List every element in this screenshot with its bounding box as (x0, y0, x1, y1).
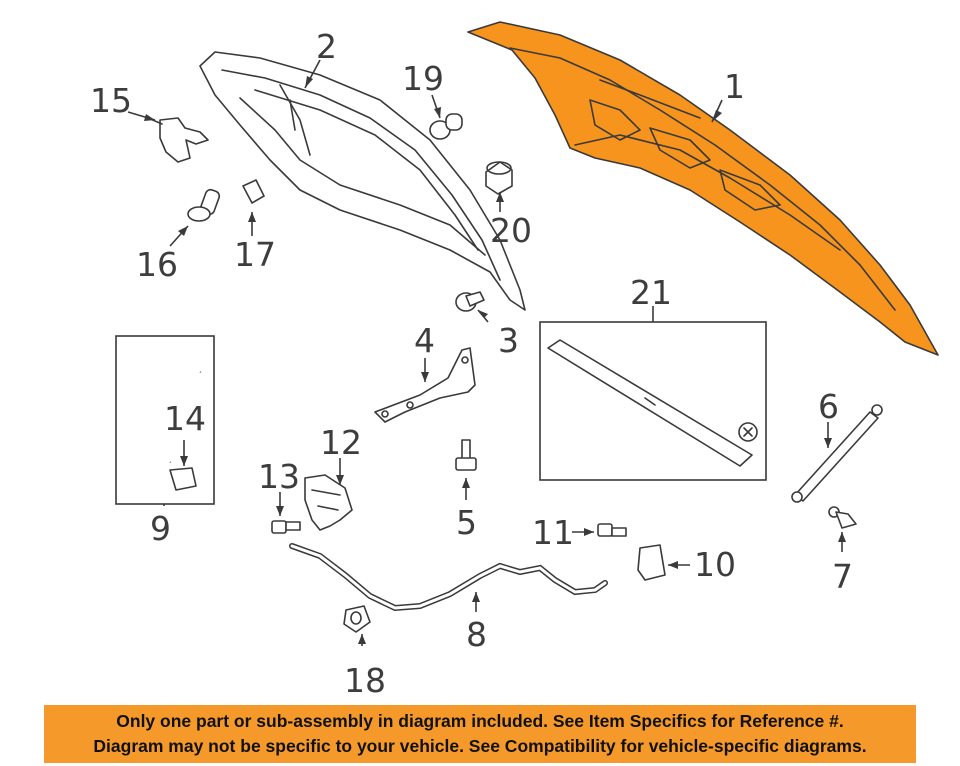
part-11-bolt[interactable] (597, 523, 627, 537)
callout-6: 6 (818, 387, 839, 426)
part-12-hood-latch[interactable] (304, 474, 353, 531)
part-13-bolt[interactable] (271, 520, 301, 534)
part-4-hinge-bracket[interactable] (374, 347, 476, 423)
callout-21: 21 (630, 273, 672, 312)
disclaimer-line-2: Diagram may not be specific to your vehi… (93, 736, 867, 756)
callout-10: 10 (694, 545, 736, 584)
parts-diagram: 1 2 3 4 5 6 7 8 9 10 11 12 13 14 15 16 1… (90, 21, 939, 700)
part-5-bolt[interactable] (455, 439, 477, 471)
part-8-release-cable[interactable] (289, 543, 608, 612)
callout-8: 8 (466, 615, 487, 654)
callout-3: 3 (498, 321, 519, 360)
part-14-hose-clip[interactable] (169, 467, 197, 491)
callout-5: 5 (456, 503, 477, 542)
part-16-bumper-stop[interactable] (187, 188, 221, 222)
callout-1: 1 (724, 67, 745, 106)
part-7-ball-stud[interactable] (828, 506, 857, 529)
part-21-insulator-box[interactable] (539, 321, 767, 481)
disclaimer-banner: Only one part or sub-assembly in diagram… (44, 705, 916, 763)
part-9-washer-hose-box[interactable] (115, 335, 215, 505)
callout-2: 2 (316, 27, 337, 66)
part-6-lift-support[interactable] (791, 404, 883, 503)
part-20-bumper[interactable] (485, 161, 513, 195)
callout-17: 17 (234, 235, 276, 274)
disclaimer-line-1: Only one part or sub-assembly in diagram… (116, 711, 844, 731)
callout-9: 9 (150, 509, 171, 548)
callout-7: 7 (832, 557, 853, 596)
callout-11: 11 (532, 513, 574, 552)
part-17-clip[interactable] (242, 179, 265, 204)
part-1-hood-panel[interactable] (467, 21, 939, 356)
callout-4: 4 (414, 321, 435, 360)
callout-16: 16 (136, 245, 178, 284)
callout-15: 15 (90, 81, 132, 120)
callout-20: 20 (490, 211, 532, 250)
leader-lines (127, 59, 846, 646)
callout-19: 19 (402, 59, 444, 98)
part-2-hood-inner-frame[interactable] (199, 51, 526, 311)
part-18-grommet[interactable] (343, 605, 371, 633)
part-15-hood-prop-clip[interactable] (147, 117, 209, 163)
callout-12: 12 (320, 423, 362, 462)
part-10-clip[interactable] (637, 544, 666, 581)
callout-13: 13 (258, 457, 300, 496)
part-19-grommet[interactable] (429, 113, 463, 140)
callout-14: 14 (164, 399, 206, 438)
part-3-push-pin[interactable] (455, 291, 485, 312)
callout-18: 18 (344, 661, 386, 700)
